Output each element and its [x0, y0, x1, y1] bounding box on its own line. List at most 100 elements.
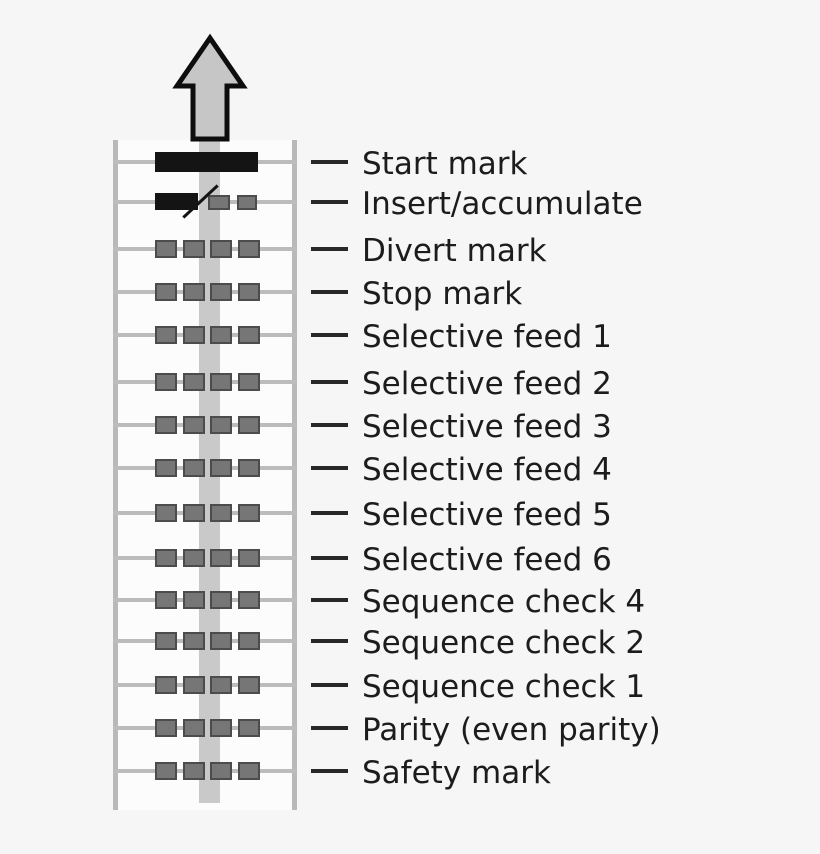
mark-box — [155, 283, 177, 301]
row-label: Selective feed 1 — [362, 319, 612, 355]
label-dash — [311, 466, 348, 470]
mark-box — [155, 632, 177, 650]
row-label: Stop mark — [362, 276, 523, 312]
mark-box — [183, 762, 205, 780]
row-label: Selective feed 5 — [362, 497, 612, 533]
mark-box — [183, 373, 205, 391]
mark-row: Parity (even parity) — [0, 706, 820, 750]
mark-box — [238, 719, 260, 737]
label-dash — [311, 683, 348, 687]
mark-box — [210, 591, 232, 609]
mark-box — [155, 719, 177, 737]
mark-row: Safety mark — [0, 749, 820, 793]
start-mark-bar — [155, 152, 258, 172]
mark-box — [183, 719, 205, 737]
mark-box — [238, 676, 260, 694]
mark-box — [208, 195, 230, 210]
mark-box — [210, 549, 232, 567]
label-dash — [311, 511, 348, 515]
mark-box — [238, 632, 260, 650]
mark-box — [183, 416, 205, 434]
label-dash — [311, 598, 348, 602]
mark-row: Divert mark — [0, 227, 820, 271]
mark-box — [210, 373, 232, 391]
mark-box — [238, 240, 260, 258]
mark-box — [183, 549, 205, 567]
label-dash — [311, 769, 348, 773]
mark-box — [238, 762, 260, 780]
mark-box — [210, 762, 232, 780]
mark-box — [210, 504, 232, 522]
mark-box — [238, 504, 260, 522]
row-label: Sequence check 1 — [362, 669, 646, 705]
label-dash — [311, 333, 348, 337]
mark-box — [238, 459, 260, 477]
mark-row: Selective feed 5 — [0, 491, 820, 535]
mark-box — [155, 326, 177, 344]
label-dash — [311, 556, 348, 560]
mark-box — [210, 240, 232, 258]
row-label: Sequence check 4 — [362, 584, 646, 620]
mark-row: Stop mark — [0, 270, 820, 314]
insert-mark-bar — [155, 193, 198, 210]
mark-box — [210, 632, 232, 650]
mark-box — [155, 762, 177, 780]
mark-box — [210, 326, 232, 344]
mark-box — [238, 283, 260, 301]
label-dash — [311, 639, 348, 643]
mark-box — [183, 504, 205, 522]
mark-box — [210, 283, 232, 301]
mark-box — [210, 416, 232, 434]
mark-box — [238, 416, 260, 434]
row-label: Insert/accumulate — [362, 186, 643, 222]
mark-box — [155, 591, 177, 609]
mark-box — [183, 240, 205, 258]
mark-row: Selective feed 3 — [0, 403, 820, 447]
mark-row: Selective feed 2 — [0, 360, 820, 404]
mark-box — [155, 416, 177, 434]
row-label: Selective feed 2 — [362, 366, 612, 402]
row-label: Selective feed 6 — [362, 542, 612, 578]
mark-box — [155, 504, 177, 522]
mark-box — [155, 676, 177, 694]
mark-box — [183, 326, 205, 344]
right-rail — [292, 140, 297, 810]
mark-box — [237, 195, 257, 210]
up-arrow-icon — [172, 33, 248, 142]
mark-box — [238, 549, 260, 567]
mark-row: Selective feed 1 — [0, 313, 820, 357]
mark-row: Sequence check 1 — [0, 663, 820, 707]
row-label: Selective feed 3 — [362, 409, 612, 445]
mark-box — [183, 283, 205, 301]
mark-box — [155, 459, 177, 477]
mark-box — [183, 632, 205, 650]
mark-box — [210, 719, 232, 737]
row-label: Parity (even parity) — [362, 712, 661, 748]
row-label: Divert mark — [362, 233, 547, 269]
mark-box — [210, 459, 232, 477]
mark-box — [238, 373, 260, 391]
row-label: Selective feed 4 — [362, 452, 612, 488]
mark-row: Insert/accumulate — [0, 180, 820, 224]
mark-box — [155, 549, 177, 567]
label-dash — [311, 380, 348, 384]
mark-row: Start mark — [0, 140, 820, 184]
row-label: Sequence check 2 — [362, 625, 646, 661]
mark-row: Selective feed 4 — [0, 446, 820, 490]
mark-box — [238, 326, 260, 344]
label-dash — [311, 247, 348, 251]
mark-row: Sequence check 4 — [0, 578, 820, 622]
label-dash — [311, 160, 348, 164]
mark-box — [183, 459, 205, 477]
row-label: Start mark — [362, 146, 528, 182]
label-dash — [311, 290, 348, 294]
label-dash — [311, 423, 348, 427]
mark-box — [155, 240, 177, 258]
mark-box — [155, 373, 177, 391]
label-dash — [311, 200, 348, 204]
label-dash — [311, 726, 348, 730]
mark-box — [238, 591, 260, 609]
mark-box — [183, 591, 205, 609]
mark-box — [183, 676, 205, 694]
